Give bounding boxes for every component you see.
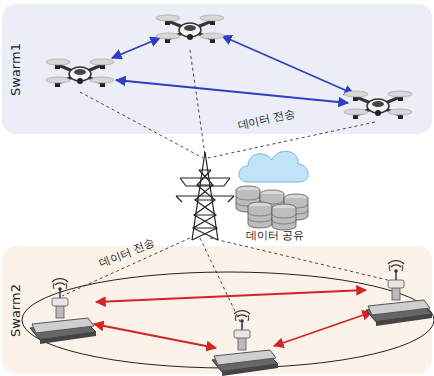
swarm-title: Swarm1: [8, 43, 23, 96]
swarm-title: Swarm2: [8, 284, 23, 337]
annotation-label: 데이터 공유: [246, 228, 305, 243]
